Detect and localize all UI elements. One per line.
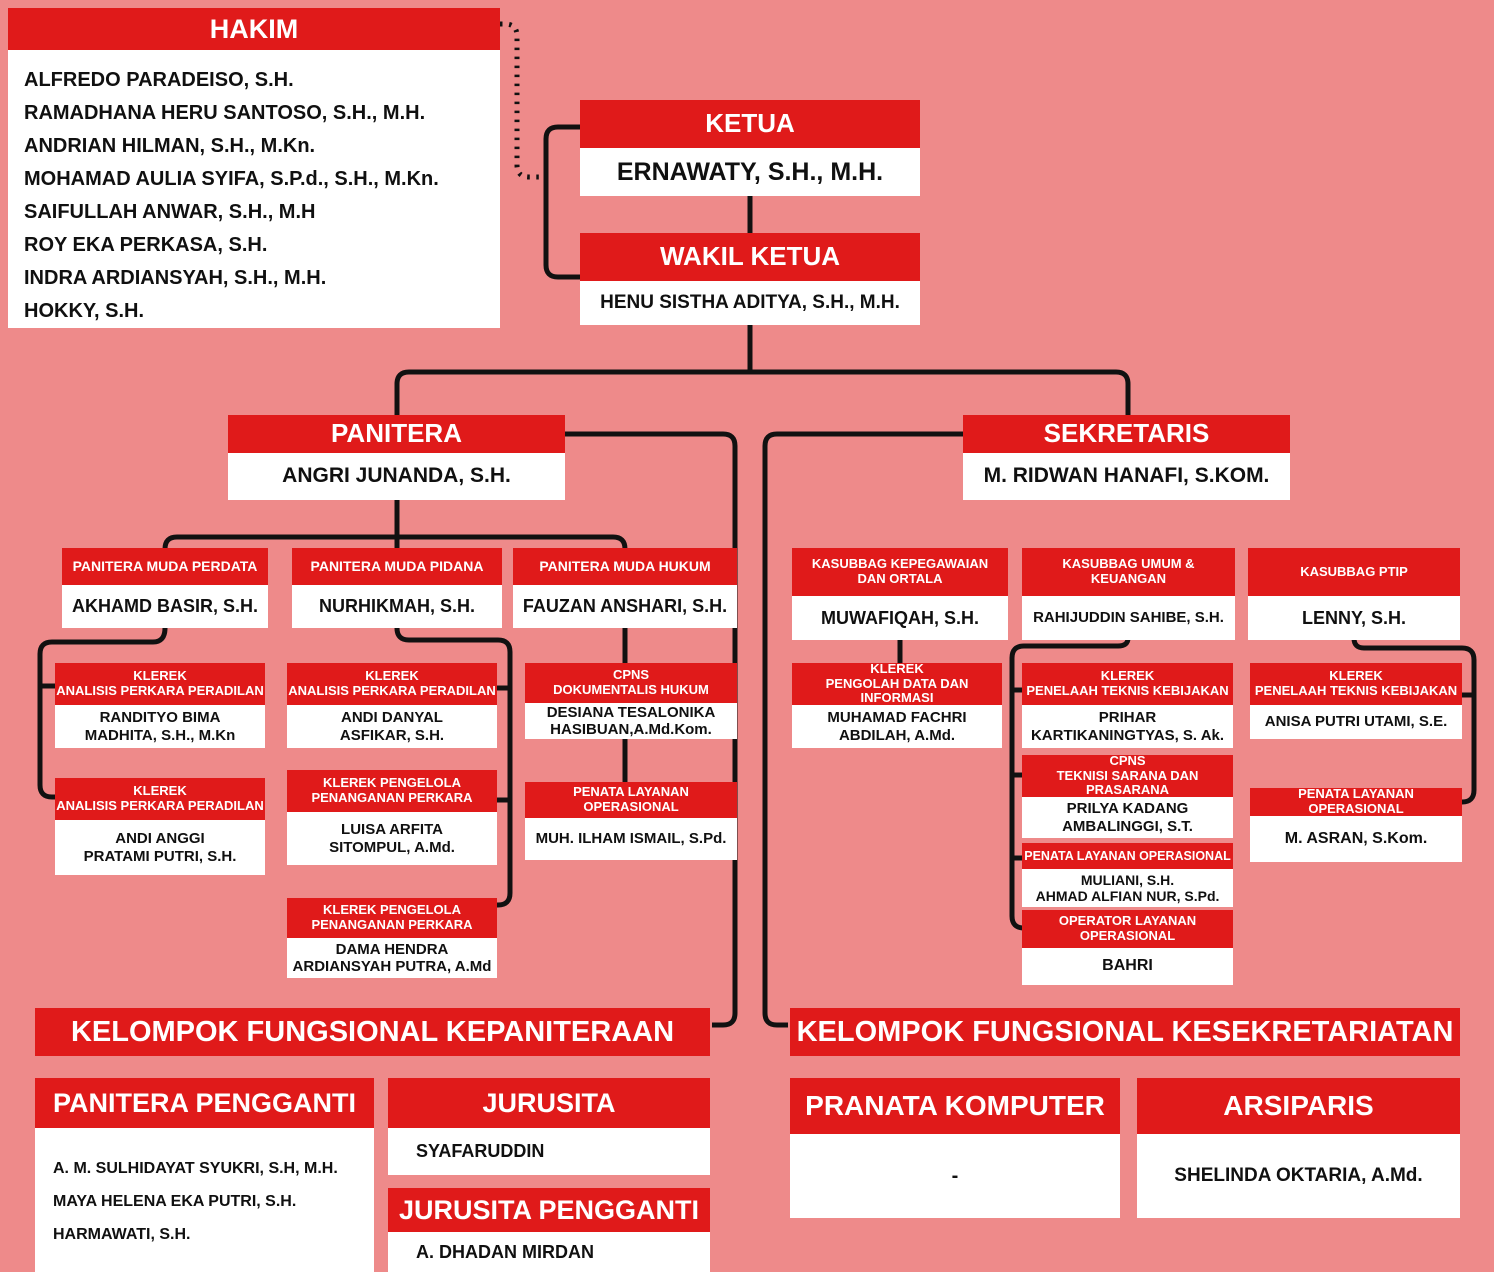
kasubbag-kepegawaian-person: MUWAFIQAH, S.H.	[792, 596, 1008, 640]
ketua-wakil-bracket	[543, 124, 580, 280]
box-hakim: HAKIM ALFREDO PARADEISO, S.H. RAMADHANA …	[8, 8, 500, 328]
cpns-dokumentalis-title: CPNS DOKUMENTALIS HUKUM	[525, 663, 737, 703]
arsiparis-title: ARSIPARIS	[1137, 1078, 1460, 1134]
box-klerek-danyal: KLEREK ANALISIS PERKARA PERADILAN ANDI D…	[287, 663, 497, 748]
box-panitera-pengganti: PANITERA PENGGANTI A. M. SULHIDAYAT SYUK…	[35, 1078, 374, 1272]
ketua-person: ERNAWATY, S.H., M.H.	[580, 148, 920, 196]
panitera-pengganti-title: PANITERA PENGGANTI	[35, 1078, 374, 1128]
box-kasubbag-umum-keuangan: KASUBBAG UMUM & KEUANGAN RAHIJUDDIN SAHI…	[1022, 548, 1235, 640]
jurusita-title: JURUSITA	[388, 1078, 710, 1128]
arsiparis-person: SHELINDA OKTARIA, A.Md.	[1137, 1134, 1460, 1218]
panitera-person: ANGRI JUNANDA, S.H.	[228, 453, 565, 500]
wakil-ketua-title: WAKIL KETUA	[580, 233, 920, 281]
box-klerek-randityo: KLEREK ANALISIS PERKARA PERADILAN RANDIT…	[55, 663, 265, 748]
hakim-dotted-connector	[500, 21, 546, 180]
sekretaris-person: M. RIDWAN HANAFI, S.KOM.	[963, 453, 1290, 500]
box-panitera: PANITERA ANGRI JUNANDA, S.H.	[228, 415, 565, 500]
klerek-prihar-title: KLEREK PENELAAH TEKNIS KEBIJAKAN	[1022, 663, 1233, 705]
pm-perdata-person: AKHAMD BASIR, S.H.	[62, 585, 268, 628]
pm-pidana-person: NURHIKMAH, S.H.	[292, 585, 502, 628]
penata-asran-title: PENATA LAYANAN OPERASIONAL	[1250, 787, 1462, 816]
box-panitera-muda-perdata: PANITERA MUDA PERDATA AKHAMD BASIR, S.H.	[62, 548, 268, 628]
pranata-komputer-person: -	[790, 1134, 1120, 1218]
klerek-luisa-title: KLEREK PENGELOLA PENANGANAN PERKARA	[287, 770, 497, 812]
klerek-dama-person: DAMA HENDRA ARDIANSYAH PUTRA, A.Md	[287, 938, 497, 978]
jurusita-pengganti-title: JURUSITA PENGGANTI	[388, 1188, 710, 1232]
pm-pidana-title: PANITERA MUDA PIDANA	[292, 548, 502, 585]
wakil-ketua-person: HENU SISTHA ADITYA, S.H., M.H.	[580, 281, 920, 325]
operator-bahri-person: BAHRI	[1022, 948, 1233, 985]
klerek-pengolah-title: KLEREK PENGOLAH DATA DAN INFORMASI	[792, 661, 1002, 705]
box-panitera-muda-pidana: PANITERA MUDA PIDANA NURHIKMAH, S.H.	[292, 548, 502, 628]
cpns-dokumentalis-person: DESIANA TESALONIKA HASIBUAN,A.Md.Kom.	[525, 703, 737, 739]
kasubbag-ptip-person: LENNY, S.H.	[1248, 596, 1460, 640]
box-ketua: KETUA ERNAWATY, S.H., M.H.	[580, 100, 920, 196]
bar-kelompok-kepaniteraan: KELOMPOK FUNGSIONAL KEPANITERAAN	[35, 1008, 710, 1056]
panitera-title: PANITERA	[228, 415, 565, 453]
klerek-anisa-person: ANISA PUTRI UTAMI, S.E.	[1250, 705, 1462, 739]
box-arsiparis: ARSIPARIS SHELINDA OKTARIA, A.Md.	[1137, 1078, 1460, 1218]
box-penata-asran: PENATA LAYANAN OPERASIONAL M. ASRAN, S.K…	[1250, 787, 1462, 862]
box-klerek-pengolah: KLEREK PENGOLAH DATA DAN INFORMASI MUHAM…	[792, 661, 1002, 748]
klerek-anggi-title: KLEREK ANALISIS PERKARA PERADILAN	[55, 778, 265, 820]
klerek-randityo-person: RANDITYO BIMA MADHITA, S.H., M.Kn	[55, 705, 265, 748]
klerek-luisa-person: LUISA ARFITA SITOMPUL, A.Md.	[287, 812, 497, 865]
box-cpns-teknisi: CPNS TEKNISI SARANA DAN PRASARANA PRILYA…	[1022, 753, 1233, 838]
klerek-anisa-title: KLEREK PENELAAH TEKNIS KEBIJAKAN	[1250, 663, 1462, 705]
ketua-title: KETUA	[580, 100, 920, 148]
box-cpns-dokumentalis: CPNS DOKUMENTALIS HUKUM DESIANA TESALONI…	[525, 663, 737, 739]
jurusita-pengganti-person: A. DHADAN MIRDAN	[388, 1232, 710, 1272]
pm-hukum-title: PANITERA MUDA HUKUM	[513, 548, 737, 585]
pm-hukum-person: FAUZAN ANSHARI, S.H.	[513, 585, 737, 628]
box-sekretaris: SEKRETARIS M. RIDWAN HANAFI, S.KOM.	[963, 415, 1290, 500]
klerek-danyal-person: ANDI DANYAL ASFIKAR, S.H.	[287, 705, 497, 748]
penata-ilham-title: PENATA LAYANAN OPERASIONAL	[525, 782, 737, 818]
kasubbag-umum-person: RAHIJUDDIN SAHIBE, S.H.	[1022, 596, 1235, 640]
box-kasubbag-kepegawaian: KASUBBAG KEPEGAWAIAN DAN ORTALA MUWAFIQA…	[792, 548, 1008, 640]
hakim-names: ALFREDO PARADEISO, S.H. RAMADHANA HERU S…	[8, 50, 500, 328]
klerek-danyal-title: KLEREK ANALISIS PERKARA PERADILAN	[287, 663, 497, 705]
cpns-teknisi-person: PRILYA KADANG AMBALINGGI, S.T.	[1022, 797, 1233, 838]
klerek-randityo-title: KLEREK ANALISIS PERKARA PERADILAN	[55, 663, 265, 705]
sekretaris-title: SEKRETARIS	[963, 415, 1290, 453]
jurusita-person: SYAFARUDDIN	[388, 1128, 710, 1175]
box-jurusita: JURUSITA SYAFARUDDIN	[388, 1078, 710, 1175]
box-klerek-anggi: KLEREK ANALISIS PERKARA PERADILAN ANDI A…	[55, 778, 265, 875]
pm-perdata-title: PANITERA MUDA PERDATA	[62, 548, 268, 585]
kasubbag-umum-title: KASUBBAG UMUM & KEUANGAN	[1022, 548, 1235, 596]
kasubbag-ptip-title: KASUBBAG PTIP	[1248, 548, 1460, 596]
panitera-pengganti-names: A. M. SULHIDAYAT SYUKRI, S.H, M.H. MAYA …	[35, 1128, 374, 1272]
kasubbag-kepegawaian-title: KASUBBAG KEPEGAWAIAN DAN ORTALA	[792, 548, 1008, 596]
klerek-anggi-person: ANDI ANGGI PRATAMI PUTRI, S.H.	[55, 820, 265, 875]
klerek-prihar-person: PRIHAR KARTIKANINGTYAS, S. Ak.	[1022, 705, 1233, 748]
box-pranata-komputer: PRANATA KOMPUTER -	[790, 1078, 1120, 1218]
operator-bahri-title: OPERATOR LAYANAN OPERASIONAL	[1022, 910, 1233, 948]
bar-kelompok-kesekretariatan: KELOMPOK FUNGSIONAL KESEKRETARIATAN	[790, 1008, 1460, 1056]
box-jurusita-pengganti: JURUSITA PENGGANTI A. DHADAN MIRDAN	[388, 1188, 710, 1272]
pranata-komputer-title: PRANATA KOMPUTER	[790, 1078, 1120, 1134]
box-klerek-luisa: KLEREK PENGELOLA PENANGANAN PERKARA LUIS…	[287, 770, 497, 865]
box-klerek-dama: KLEREK PENGELOLA PENANGANAN PERKARA DAMA…	[287, 898, 497, 978]
cpns-teknisi-title: CPNS TEKNISI SARANA DAN PRASARANA	[1022, 753, 1233, 797]
box-panitera-muda-hukum: PANITERA MUDA HUKUM FAUZAN ANSHARI, S.H.	[513, 548, 737, 628]
klerek-dama-title: KLEREK PENGELOLA PENANGANAN PERKARA	[287, 898, 497, 938]
penata-muliani-title: PENATA LAYANAN OPERASIONAL	[1022, 843, 1233, 869]
box-kasubbag-ptip: KASUBBAG PTIP LENNY, S.H.	[1248, 548, 1460, 640]
penata-ilham-person: MUH. ILHAM ISMAIL, S.Pd.	[525, 818, 737, 860]
box-penata-muliani: PENATA LAYANAN OPERASIONAL MULIANI, S.H.…	[1022, 843, 1233, 907]
box-klerek-anisa: KLEREK PENELAAH TEKNIS KEBIJAKAN ANISA P…	[1250, 663, 1462, 739]
hakim-title: HAKIM	[8, 8, 500, 50]
box-wakil-ketua: WAKIL KETUA HENU SISTHA ADITYA, S.H., M.…	[580, 233, 920, 325]
box-penata-ilham: PENATA LAYANAN OPERASIONAL MUH. ILHAM IS…	[525, 782, 737, 860]
box-operator-bahri: OPERATOR LAYANAN OPERASIONAL BAHRI	[1022, 910, 1233, 985]
penata-muliani-person: MULIANI, S.H. AHMAD ALFIAN NUR, S.Pd.	[1022, 869, 1233, 907]
penata-asran-person: M. ASRAN, S.Kom.	[1250, 816, 1462, 862]
box-klerek-prihar: KLEREK PENELAAH TEKNIS KEBIJAKAN PRIHAR …	[1022, 663, 1233, 748]
klerek-pengolah-person: MUHAMAD FACHRI ABDILAH, A.Md.	[792, 705, 1002, 748]
